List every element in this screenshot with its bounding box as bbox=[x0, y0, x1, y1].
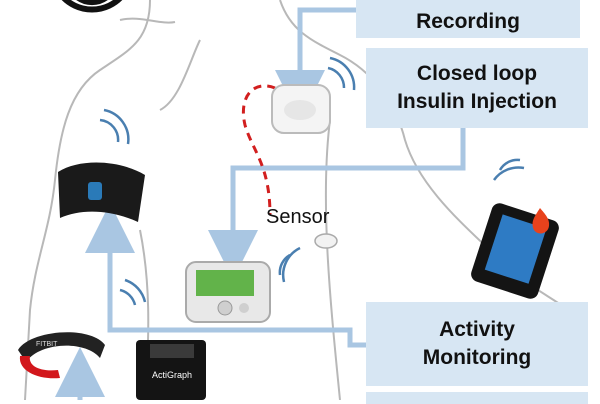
closed-loop-label-line2: Insulin Injection bbox=[397, 90, 557, 113]
recording-label-box: Recording bbox=[356, 0, 580, 38]
insulin-pump-device bbox=[185, 261, 271, 323]
actigraph-text: ActiGraph bbox=[152, 370, 192, 380]
activity-label-line1: Activity bbox=[439, 317, 515, 341]
recording-label: Recording bbox=[416, 9, 520, 33]
insulin-patch-pump bbox=[271, 84, 331, 134]
smartphone-device bbox=[471, 203, 559, 299]
bottom-label-box bbox=[366, 392, 588, 404]
band-text: FITBIT bbox=[36, 341, 58, 348]
actigraph-device bbox=[136, 340, 206, 400]
activity-monitoring-label-box: Activity Monitoring bbox=[366, 302, 588, 386]
connector-lines bbox=[55, 7, 466, 400]
activity-label-line2: Monitoring bbox=[422, 346, 532, 369]
sensor-device bbox=[314, 233, 338, 249]
insulin-tube bbox=[242, 84, 276, 216]
wrist-band-device bbox=[18, 332, 105, 379]
sensor-label: Sensor bbox=[266, 206, 330, 228]
closed-loop-label-box: Closed loop Insulin Injection bbox=[366, 48, 588, 128]
arm-band-device bbox=[58, 162, 145, 222]
wifi-signal-icon bbox=[61, 0, 123, 13]
wireless-waves-icon bbox=[99, 56, 525, 306]
closed-loop-label-line1: Closed loop bbox=[416, 61, 538, 85]
